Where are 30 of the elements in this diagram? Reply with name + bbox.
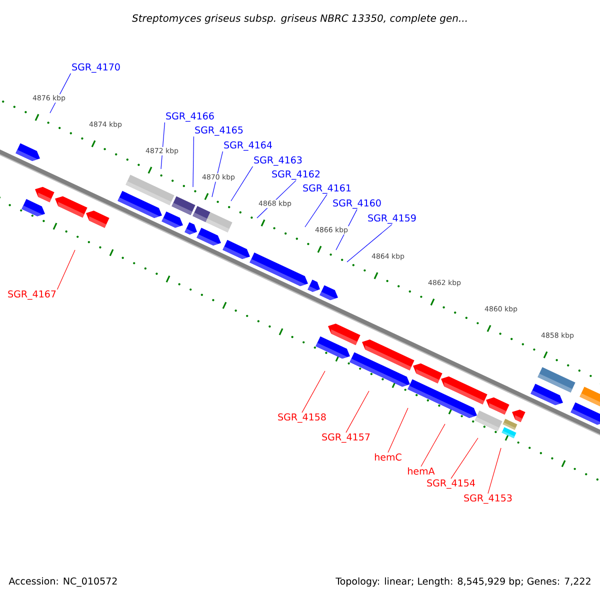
gene-label: hemA: [408, 467, 435, 475]
gene-label: SGR_4164: [224, 141, 272, 151]
leader-line: [388, 408, 408, 453]
leader-line: [420, 424, 446, 467]
leader-line: [192, 136, 194, 188]
leader-line: [488, 448, 502, 494]
genome-stats-text: Topology: linear; Length: 8,545,929 bp; Genes: 7,222: [336, 577, 590, 587]
gene-label: SGR_4157: [322, 433, 370, 443]
gene-label: SGR_4166: [166, 112, 214, 122]
gene-label: SGR_4158: [278, 413, 326, 423]
accession-text: Accession: NC_010572: [8, 577, 117, 587]
leader-line: [346, 390, 370, 433]
gene-label: hemC: [375, 453, 402, 461]
title: Streptomyces griseus subsp. griseus NBRC 13350, complete gen...: [132, 14, 467, 24]
gene-label: SGR_4170: [72, 63, 120, 73]
gene-label: SGR_4165: [195, 126, 243, 136]
gene-label: SGR_4153: [464, 494, 512, 504]
leader-line: [450, 438, 478, 479]
gene-label: SGR_4154: [427, 479, 475, 489]
leader-line: [230, 166, 254, 202]
gene-label: SGR_4162: [272, 170, 320, 180]
gene-label: SGR_4161: [303, 184, 351, 194]
gene-label: SGR_4163: [254, 156, 302, 166]
gene-label: SGR_4159: [368, 214, 416, 224]
gene-label: SGR_4167: [8, 290, 56, 300]
leader-line: [302, 370, 326, 413]
leader-line: [56, 250, 76, 290]
leader-line: [304, 194, 328, 228]
gene-label: SGR_4160: [333, 199, 381, 209]
leader-line: [346, 224, 392, 262]
